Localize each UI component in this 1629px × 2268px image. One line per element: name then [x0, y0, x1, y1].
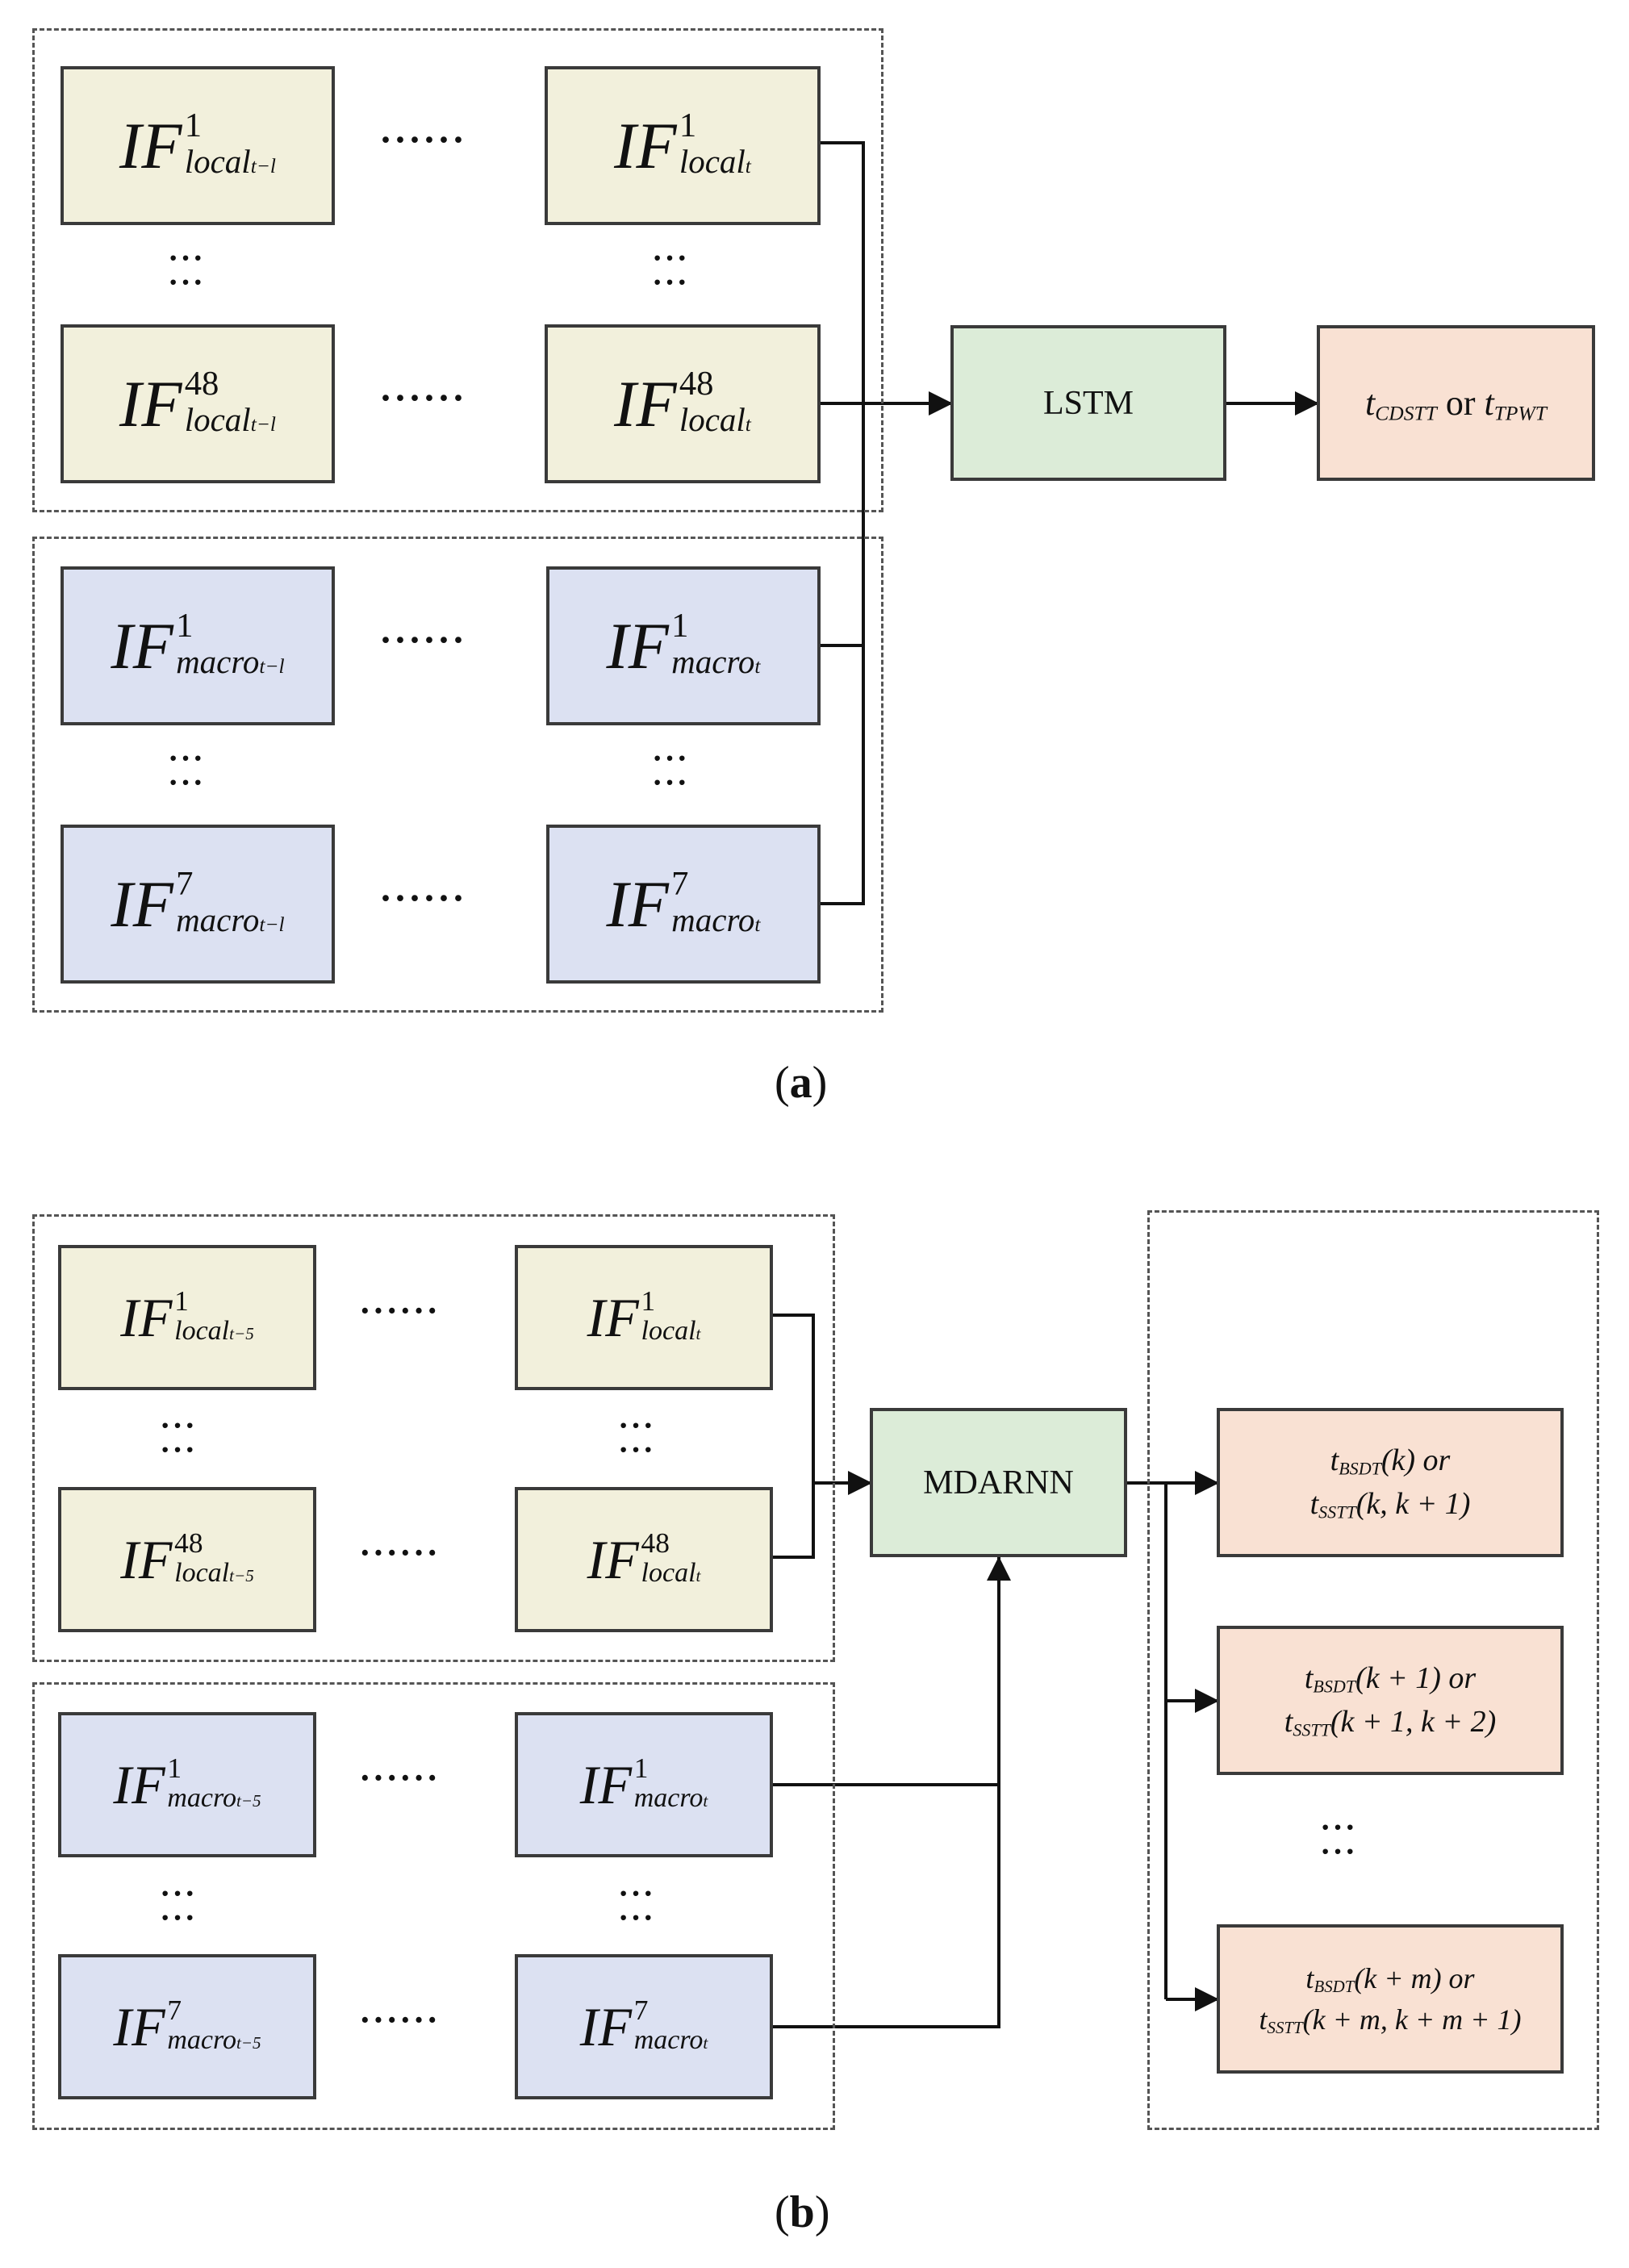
group-b-outputs: [1147, 1210, 1599, 2130]
b-hdots-local-1: ······: [359, 1291, 441, 1330]
b-vdots-outputs: ······: [1320, 1809, 1358, 1869]
b-output-label-3: tBSDT(k + m) or tSSTT(k + m, k + m + 1): [1259, 1962, 1522, 2037]
b-vdots-left-local: ······: [160, 1407, 198, 1468]
a-vdots-left-macro: ······: [168, 740, 206, 800]
b-output-label-1: tBSDT(k) or tSSTT(k, k + 1): [1309, 1443, 1471, 1522]
b-hdots-macro-7: ······: [359, 2000, 441, 2040]
b-output-box-1: tBSDT(k) or tSSTT(k, k + 1): [1217, 1408, 1564, 1557]
b-vdots-right-local: ······: [618, 1407, 656, 1468]
b-mdarnn-label: MDARNN: [923, 1464, 1074, 1502]
wire-a-local1: [821, 141, 865, 403]
a-lstm-box: LSTM: [950, 325, 1226, 481]
b-output-label-2: tBSDT(k + 1) or tSSTT(k + 1, k + 2): [1284, 1661, 1497, 1740]
panel-label-a: (a): [775, 1058, 828, 1108]
b-output-box-2: tBSDT(k + 1) or tSSTT(k + 1, k + 2): [1217, 1626, 1564, 1775]
b-vdots-right-macro: ······: [618, 1875, 656, 1936]
a-vdots-right-macro: ······: [652, 740, 690, 800]
wire-a-macro7: [821, 645, 865, 905]
a-hdots-local-48: ······: [379, 377, 467, 420]
group-b-macro: [32, 1682, 835, 2130]
b-output-box-3: tBSDT(k + m) or tSSTT(k + m, k + m + 1): [1217, 1924, 1564, 2074]
b-hdots-local-48: ······: [359, 1533, 441, 1573]
group-b-local: [32, 1214, 835, 1662]
a-lstm-label: LSTM: [1042, 384, 1134, 422]
a-hdots-macro-7: ······: [379, 877, 467, 920]
b-vdots-left-macro: ······: [160, 1875, 198, 1936]
a-output-box: tCDSTT or tTPWT: [1317, 325, 1595, 481]
a-hdots-macro-1: ······: [379, 619, 467, 662]
wire-b-local1: [773, 1314, 815, 1559]
a-vdots-right-local: ······: [652, 240, 690, 300]
wire-b-macro7: [773, 1556, 1000, 2028]
a-vdots-left-local: ······: [168, 240, 206, 300]
group-a-local: [32, 28, 883, 512]
panel-label-b: (b): [775, 2187, 830, 2237]
a-hdots-local-1: ······: [379, 119, 467, 161]
b-mdarnn-box: MDARNN: [870, 1408, 1127, 1557]
a-output-label: tCDSTT or tTPWT: [1365, 382, 1547, 425]
group-a-macro: [32, 537, 883, 1013]
b-hdots-macro-1: ······: [359, 1758, 441, 1798]
